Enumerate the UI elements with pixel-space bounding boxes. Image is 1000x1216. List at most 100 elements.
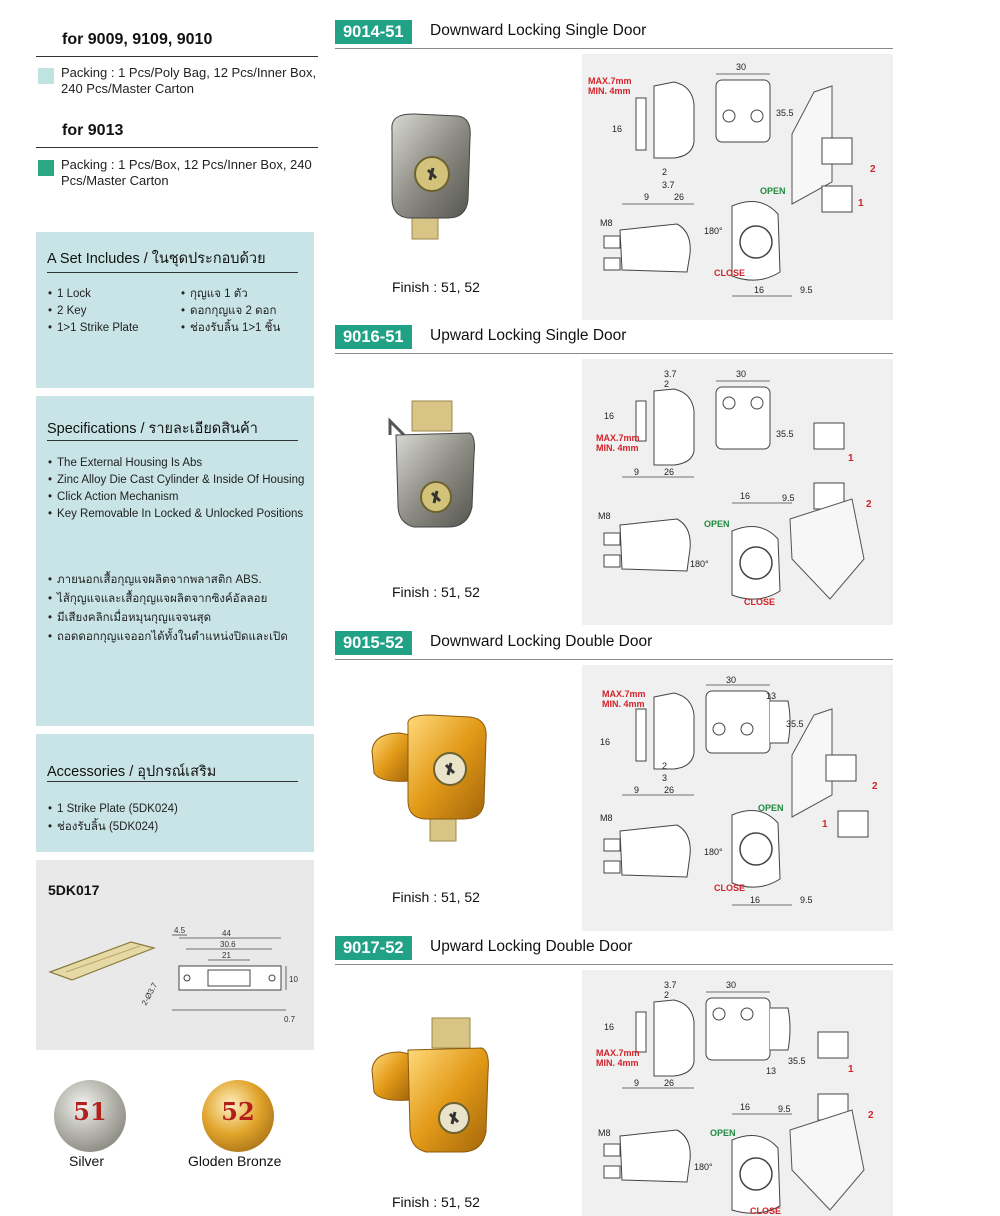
specifications-rule bbox=[47, 440, 298, 441]
product-rule bbox=[335, 48, 893, 49]
dim-label: MAX.7mm bbox=[596, 433, 640, 443]
product-finish: Finish : 51, 52 bbox=[392, 279, 480, 295]
set-item-th: กุญแจ 1 ตัว bbox=[181, 286, 248, 303]
product-code-badge: 9014-51 bbox=[335, 20, 412, 44]
silver-lock-photo bbox=[388, 400, 475, 528]
dim-label: 9.5 bbox=[800, 895, 813, 905]
set-item: 1>1 Strike Plate bbox=[48, 320, 139, 337]
group2-rule bbox=[36, 147, 318, 148]
product-title: Upward Locking Single Door bbox=[430, 327, 627, 344]
dim-label: 30 bbox=[726, 675, 736, 685]
dim-label: 9.5 bbox=[782, 493, 795, 503]
dim-label: 44 bbox=[222, 929, 231, 938]
dim-label: 9 bbox=[634, 1078, 639, 1088]
spec-item: The External Housing Is Abs bbox=[48, 455, 202, 472]
spec-item-th: ไส้กุญแจและเสื้อกุญแจผลิตจากซิงค์อัลลอย bbox=[48, 591, 267, 608]
dim-label: 3.7 bbox=[664, 369, 677, 379]
bronze-lock-photo bbox=[371, 714, 487, 842]
accessory-item: ช่องรับลิ้น (5DK024) bbox=[48, 819, 158, 836]
set-item-th: ดอกกุญแจ 2 ดอก bbox=[181, 303, 276, 320]
dim-label: 2-Ø3.7 bbox=[140, 981, 160, 1007]
dim-label: 2 bbox=[868, 1110, 874, 1121]
product-code-badge: 9016-51 bbox=[335, 325, 412, 349]
set-item-th: ช่องรับลิ้น 1>1 ชิ้น bbox=[181, 320, 280, 337]
product-code-badge: 9015-52 bbox=[335, 631, 412, 655]
accessories-rule bbox=[47, 781, 298, 782]
dim-label: 16 bbox=[600, 737, 610, 747]
dim-label: MAX.7mm bbox=[596, 1048, 640, 1058]
dim-label: 35.5 bbox=[776, 108, 794, 118]
group2-title: for 9013 bbox=[62, 122, 124, 139]
spec-item-th: มีเสียงคลิกเมื่อหมุนกุญแจจนสุด bbox=[48, 610, 211, 627]
dim-label: 10 bbox=[289, 975, 298, 984]
product-finish: Finish : 51, 52 bbox=[392, 889, 480, 905]
dim-label: 180° bbox=[694, 1162, 713, 1172]
dim-label: 2 bbox=[872, 781, 878, 792]
specifications-title: Specifications / รายละเอียดสินค้า bbox=[47, 421, 258, 437]
dim-label: CLOSE bbox=[750, 1206, 781, 1216]
dim-label: MIN. 4mm bbox=[602, 699, 645, 709]
technical-drawing: 3.7 2 16 MAX.7mm MIN. 4mm 9 26 30 13 35.… bbox=[582, 970, 893, 1216]
dim-label: M8 bbox=[600, 813, 613, 823]
product-title: Downward Locking Double Door bbox=[430, 633, 653, 650]
dim-label: 26 bbox=[664, 1078, 674, 1088]
product-rule bbox=[335, 353, 893, 354]
dim-label: OPEN bbox=[760, 186, 786, 196]
strike-plate-box: 5DK017 4.5 44 30.6 21 10 2-Ø3.7 0.7 bbox=[36, 860, 314, 1050]
dim-label: MAX.7mm bbox=[602, 689, 646, 699]
dim-label: 2 bbox=[664, 990, 669, 1000]
dim-label: 3.7 bbox=[664, 980, 677, 990]
spec-item: Key Removable In Locked & Unlocked Posit… bbox=[48, 506, 303, 523]
accessories-panel: Accessories / อุปกรณ์เสริม 1 Strike Plat… bbox=[36, 734, 314, 852]
product-title: Downward Locking Single Door bbox=[430, 22, 647, 39]
bronze-finish-label: Gloden Bronze bbox=[188, 1153, 282, 1169]
dim-label: 9 bbox=[634, 785, 639, 795]
bronze-lock-photo bbox=[371, 1017, 489, 1153]
product-9014-51: 9014-51 Downward Locking Single Door Fin… bbox=[335, 20, 895, 320]
dim-label: 26 bbox=[664, 785, 674, 795]
strike-plate-code: 5DK017 bbox=[48, 882, 100, 898]
spec-item: Zinc Alloy Die Cast Cylinder & Inside Of… bbox=[48, 472, 304, 489]
set-includes-rule bbox=[47, 272, 298, 273]
set-item: 2 Key bbox=[48, 303, 86, 320]
dim-label: CLOSE bbox=[714, 883, 745, 893]
dim-label: 16 bbox=[740, 491, 750, 501]
spec-item: Click Action Mechanism bbox=[48, 489, 178, 506]
product-9017-52: 9017-52 Upward Locking Double Door Finis… bbox=[335, 936, 895, 1216]
strike-plate-photo bbox=[48, 941, 156, 981]
dim-label: CLOSE bbox=[744, 597, 775, 607]
technical-drawing-svg: 3.7 2 16 MAX.7mm MIN. 4mm 9 26 30 13 35.… bbox=[596, 980, 874, 1216]
dim-label: 180° bbox=[690, 559, 709, 569]
dim-label: 26 bbox=[674, 192, 684, 202]
dim-label: 35.5 bbox=[788, 1056, 806, 1066]
dim-label: MAX.7mm bbox=[588, 76, 632, 86]
spec-item-th: ถอดดอกกุญแจออกได้ทั้งในตำแหน่งปิดและเปิด bbox=[48, 629, 288, 646]
dim-label: 16 bbox=[604, 1022, 614, 1032]
group1-color-square bbox=[38, 68, 54, 84]
group2-color-square bbox=[38, 160, 54, 176]
dim-label: 4.5 bbox=[174, 926, 186, 935]
dim-label: 2 bbox=[870, 164, 876, 175]
dim-label: OPEN bbox=[710, 1128, 736, 1138]
specifications-panel: Specifications / รายละเอียดสินค้า The Ex… bbox=[36, 396, 314, 726]
dim-label: 35.5 bbox=[786, 719, 804, 729]
dim-label: 16 bbox=[740, 1102, 750, 1112]
technical-drawing: 3.7 2 16 MAX.7mm MIN. 4mm 9 26 30 35.5 1… bbox=[582, 359, 893, 625]
accessory-item: 1 Strike Plate (5DK024) bbox=[48, 801, 178, 818]
dim-label: 1 bbox=[848, 453, 854, 464]
dim-label: 1 bbox=[822, 819, 828, 830]
group1-rule bbox=[36, 56, 318, 57]
dim-label: CLOSE bbox=[714, 268, 745, 278]
dim-label: 9.5 bbox=[800, 285, 813, 295]
spec-item-th: ภายนอกเสื้อกุญแจผลิตจากพลาสติก ABS. bbox=[48, 572, 262, 589]
technical-drawing-svg: 3.7 2 16 MAX.7mm MIN. 4mm 9 26 30 35.5 1… bbox=[596, 369, 872, 607]
dim-label: MIN. 4mm bbox=[596, 1058, 639, 1068]
dim-label: 30.6 bbox=[220, 940, 236, 949]
product-code-badge: 9017-52 bbox=[335, 936, 412, 960]
dim-label: 30 bbox=[726, 980, 736, 990]
dim-label: 16 bbox=[604, 411, 614, 421]
dim-label: 1 bbox=[848, 1064, 854, 1075]
dim-label: 1 bbox=[858, 198, 864, 209]
dim-label: 13 bbox=[766, 691, 776, 701]
dim-label: 16 bbox=[754, 285, 764, 295]
